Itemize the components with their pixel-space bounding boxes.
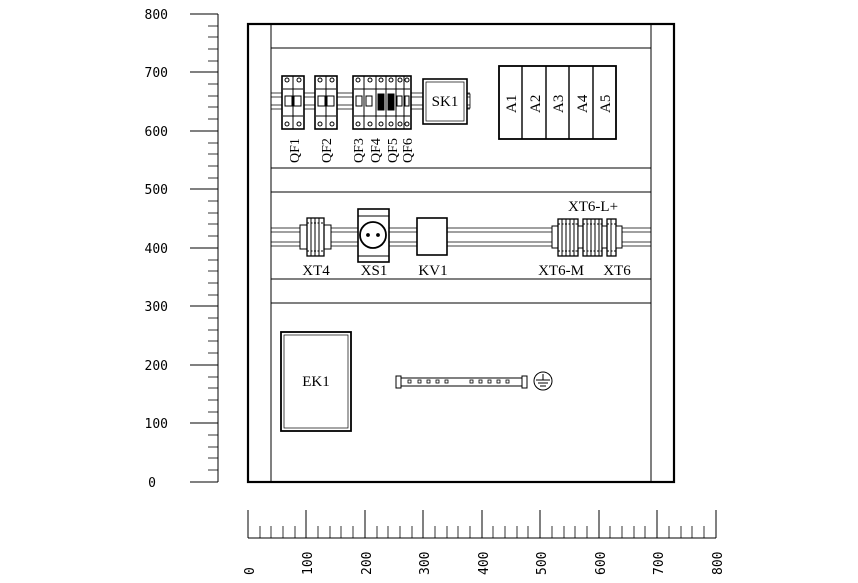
bottom-ruler-label: 600 (594, 552, 609, 575)
label-a4: A4 (575, 94, 591, 113)
label-qf4: QF4 (369, 138, 384, 163)
label-xt6-l: XT6-L+ (568, 199, 618, 215)
ground-icon (533, 371, 553, 391)
label-xt4: XT4 (302, 263, 330, 279)
label-ek1: EK1 (302, 374, 330, 390)
bottom-ruler (247, 510, 717, 539)
left-ruler-label: 200 (145, 359, 168, 374)
cabinet-outline (246, 22, 676, 484)
terminal-block-xt4[interactable] (299, 217, 332, 257)
label-qf1: QF1 (288, 138, 303, 163)
breaker-qf2[interactable] (314, 75, 338, 130)
left-ruler-label: 300 (145, 300, 168, 315)
left-ruler-label: 100 (145, 417, 168, 432)
bottom-ruler-label: 300 (418, 552, 433, 575)
heater-ek1[interactable] (280, 331, 352, 432)
breaker-group-qf3-qf6[interactable] (352, 75, 412, 130)
breaker-qf1[interactable] (281, 75, 305, 130)
bottom-ruler-label: 700 (652, 552, 667, 575)
label-xs1: XS1 (361, 263, 388, 279)
ground-bus-bar (395, 375, 528, 389)
left-ruler-label: 700 (145, 66, 168, 81)
label-xt6: XT6 (603, 263, 631, 279)
label-sk1: SK1 (432, 94, 459, 110)
terminal-block-xt6[interactable] (551, 218, 623, 257)
label-qf6: QF6 (401, 138, 416, 163)
left-ruler-label: 0 (148, 476, 156, 491)
relay-kv1[interactable] (416, 217, 448, 256)
label-a3: A3 (551, 95, 567, 113)
label-xt6-m: XT6-M (538, 263, 584, 279)
left-ruler (190, 13, 219, 483)
label-qf5: QF5 (386, 138, 401, 163)
left-ruler-label: 800 (145, 8, 168, 23)
label-a1: A1 (504, 95, 520, 113)
left-ruler-label: 500 (145, 183, 168, 198)
label-kv1: KV1 (418, 263, 447, 279)
label-a5: A5 (598, 95, 614, 113)
bottom-ruler-label: 0 (243, 567, 258, 575)
label-a2: A2 (528, 95, 544, 113)
socket-xs1[interactable] (357, 208, 390, 263)
bottom-ruler-label: 100 (301, 552, 316, 575)
label-qf3: QF3 (352, 138, 367, 163)
bottom-ruler-label: 500 (535, 552, 550, 575)
bottom-ruler-label: 400 (477, 552, 492, 575)
sk1-device[interactable] (422, 78, 471, 125)
left-ruler-label: 400 (145, 242, 168, 257)
label-qf2: QF2 (320, 138, 335, 163)
left-ruler-label: 600 (145, 125, 168, 140)
bottom-ruler-label: 200 (360, 552, 375, 575)
module-block-a1-a5[interactable] (498, 65, 617, 140)
bottom-ruler-label: 800 (711, 552, 726, 575)
